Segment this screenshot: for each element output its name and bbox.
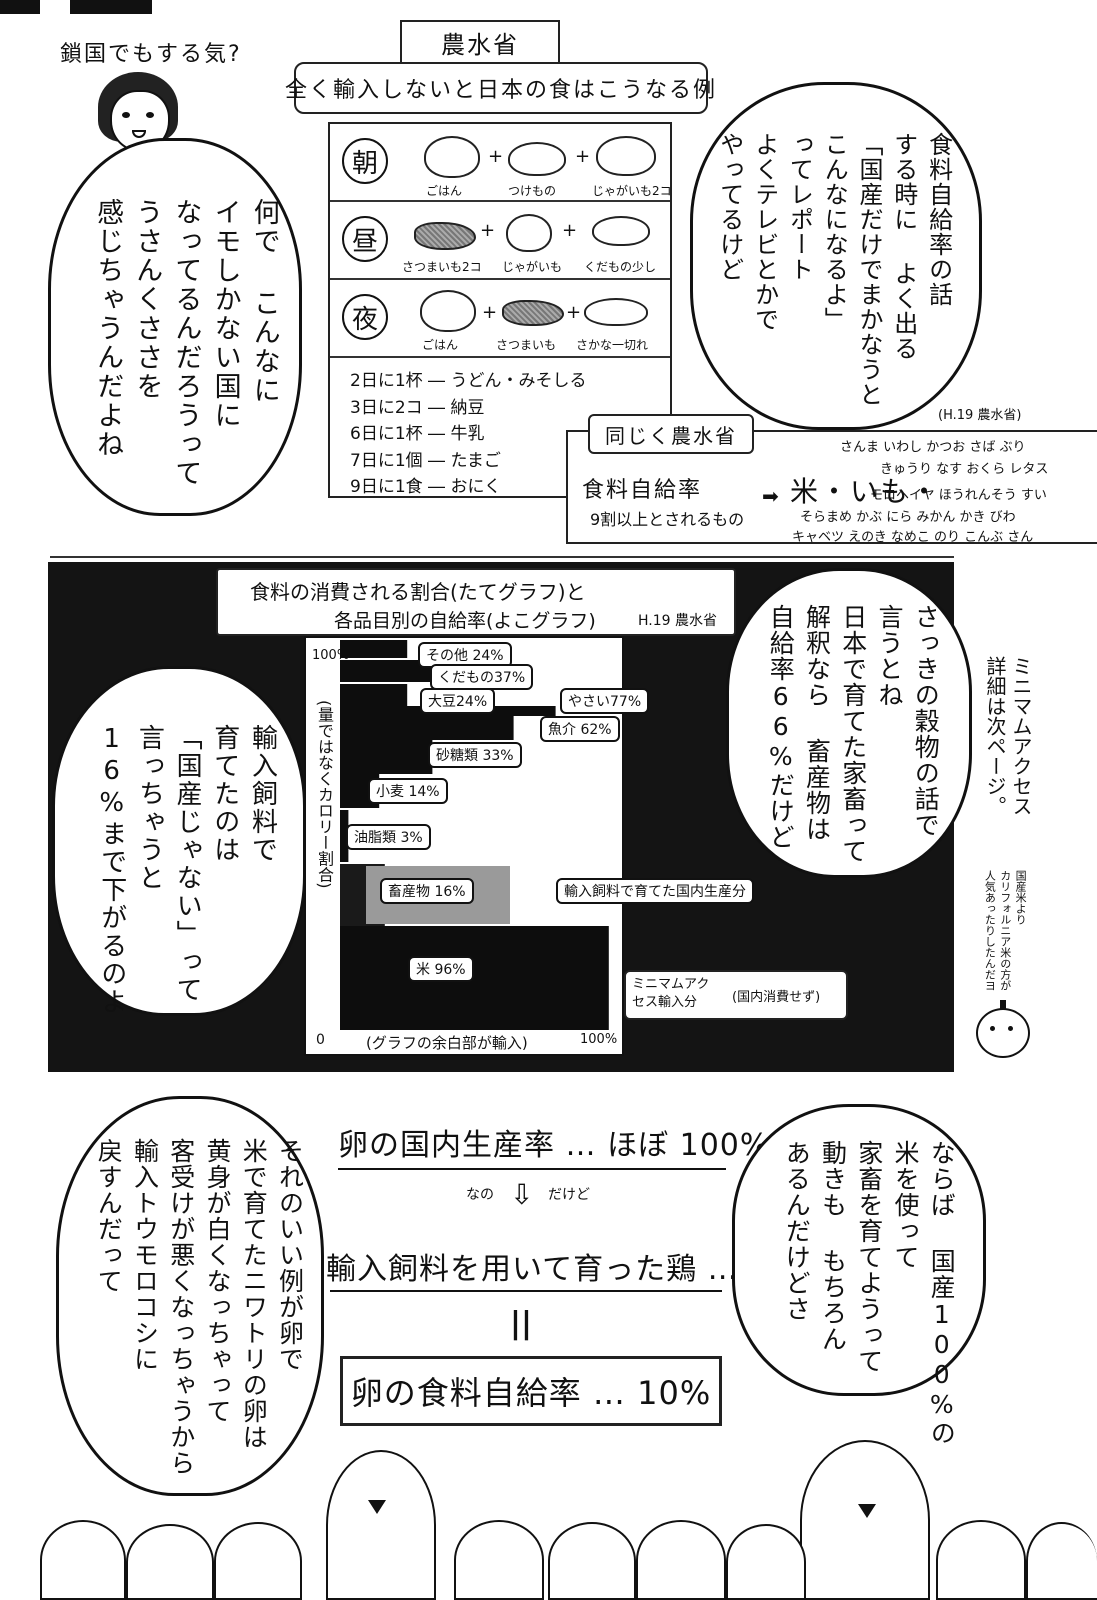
chicken-big-right <box>800 1440 930 1600</box>
chart-label-veg: やさい77% <box>560 688 650 714</box>
frequency-list: 2日に1杯 ― うどん・みそしる 3日に2コ ― 納豆 6日に1杯 ― 牛乳 7… <box>350 371 587 497</box>
chicken-small-8 <box>936 1520 1026 1600</box>
ministry-title: 全く輸入しないと日本の食はこうなる例 <box>285 62 715 114</box>
chicken-small-6 <box>636 1520 726 1600</box>
chicken-small-5 <box>548 1522 636 1600</box>
chicken-big-left <box>326 1450 436 1600</box>
header-question: 鎖国でもする気? <box>60 42 242 67</box>
speech-bubble-right-top <box>690 82 982 430</box>
annotation-minimum-access <box>624 970 848 1020</box>
chart-label-soy: 大豆24% <box>420 688 496 714</box>
bar-other <box>340 640 408 658</box>
bar-fruit <box>340 660 444 682</box>
chart-title-box <box>216 568 736 636</box>
corner-mark-right <box>70 0 152 14</box>
chart-label-sugar: 砂糖類 33% <box>428 742 522 768</box>
chicken-small-9 <box>1026 1522 1097 1600</box>
bubble-left-bot-text: それのいい例が卵で米で育てたニワトリの卵は黄身が白くなっちゃって客受けが悪くなっ… <box>94 1138 305 1476</box>
meal-row-dinner: 夜 + + ごはん さつまいも さかな一切れ <box>330 280 670 358</box>
meal-row-breakfast: 朝 + + ごはん つけもの じゃがいも2コ <box>330 124 672 202</box>
chicken-small-1 <box>40 1520 126 1600</box>
chart-label-wheat: 小麦 14% <box>368 778 448 804</box>
side-note: ミニマムアクセス詳細は次ページ。 <box>983 656 1033 816</box>
corner-mark-left <box>0 0 40 14</box>
egg-self-sufficiency-box: 卵の食料自給率 … 10% <box>340 1356 722 1426</box>
chicken-small-7 <box>726 1524 806 1600</box>
same-ministry-tag: 同じく農水省 <box>588 414 754 454</box>
down-arrow-icon: ⇩ <box>510 1178 534 1211</box>
speech-bubble-left-mid <box>52 666 306 1016</box>
bar-fish <box>340 716 514 740</box>
meal-label-noon: 昼 <box>342 216 388 262</box>
chart-label-fruit: くだもの37% <box>430 664 534 690</box>
bubble-right-bot-text: ならば 国産100%の米を使って家畜を育てようって動きも もちろんあるんだけどさ <box>782 1140 957 1446</box>
speech-bubble-right-mid <box>726 568 972 878</box>
arrow-icon: ➡ <box>762 484 779 508</box>
chicken-small-3 <box>214 1522 302 1600</box>
egg-production-rate: 卵の国内生産率 … ほぼ 100% <box>338 1128 770 1163</box>
speech-bubble-left-bot <box>56 1096 324 1496</box>
chicken-small-4 <box>454 1520 544 1600</box>
bar-rice <box>340 926 609 1030</box>
meal-row-lunch: 昼 + + さつまいも2コ じゃがいも くだもの少し <box>330 202 670 280</box>
annotation-feed: 輸入飼料で育てた国内生産分 <box>556 878 754 904</box>
bar-soy <box>340 684 408 706</box>
bubble-left-top-text: 何で こんなにイモしかない国になってるんだろうってうさんくささを感じちゃうんだよ… <box>92 198 280 488</box>
chart-label-rice: 米 96% <box>408 956 474 982</box>
chart-label-fish: 魚介 62% <box>540 716 620 742</box>
speech-bubble-left-top <box>48 138 302 516</box>
meal-label-night: 夜 <box>342 294 388 340</box>
chart-label-livestock: 畜産物 16% <box>380 878 474 904</box>
bubble-right-mid-text: さっきの穀物の話で言うとね日本で育てた家畜って解釈なら 畜産物は自給率66%だけ… <box>766 604 941 864</box>
same-ministry-box <box>566 430 1097 544</box>
side-small-note: 国産米よりカリフォルニア米の方が人気あったりしたんだヨ <box>983 870 1028 991</box>
bar-sugar <box>340 740 433 774</box>
bar-oil <box>340 810 349 862</box>
bubble-right-top-text: 食料自給率の話する時に よく出る「国産だけでまかなうとこんなになるよ」ってレポー… <box>715 132 953 407</box>
speech-bubble-right-bot <box>732 1104 986 1396</box>
chart-label-oil: 油脂類 3% <box>346 824 431 850</box>
robot-mascot <box>968 1000 1038 1070</box>
arrow-left-icon: ⇐ <box>514 884 531 908</box>
equals-sign: || <box>510 1306 532 1341</box>
chicken-small-2 <box>126 1524 214 1600</box>
source-note-1: (H.19 農水省) <box>938 408 1022 423</box>
meal-label-morning: 朝 <box>342 138 388 184</box>
panel-divider-1 <box>50 556 954 558</box>
